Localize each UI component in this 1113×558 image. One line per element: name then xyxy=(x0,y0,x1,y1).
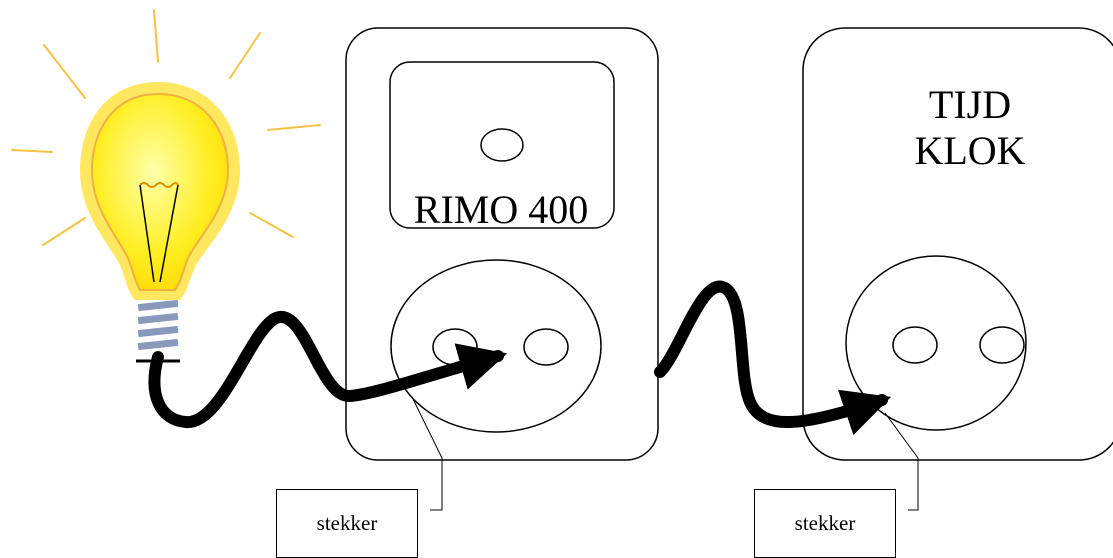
plug-label-meter: stekker xyxy=(276,489,418,558)
timer-device xyxy=(802,27,1113,461)
bulb-filament xyxy=(139,182,179,283)
lamp-cable xyxy=(148,311,508,428)
meter-label: RIMO 400 xyxy=(413,187,589,232)
bulb-glass xyxy=(90,92,230,291)
light-bulb-icon xyxy=(11,9,321,351)
power-meter-device xyxy=(345,27,659,461)
meter-button xyxy=(480,128,524,162)
timer-label: TIJD KLOK xyxy=(880,82,1060,174)
callout-leaders xyxy=(411,396,919,511)
timer-label-line1: TIJD xyxy=(928,82,1012,127)
light-rays xyxy=(11,9,321,246)
timer-label-line2: KLOK xyxy=(914,128,1026,173)
meter-cable xyxy=(654,280,892,436)
socket-icon xyxy=(845,255,1027,431)
plug-label-timer: stekker xyxy=(754,489,896,558)
meter-display xyxy=(389,61,615,229)
bulb-base xyxy=(137,299,179,351)
timer-housing xyxy=(802,27,1113,461)
meter-housing xyxy=(345,27,659,461)
